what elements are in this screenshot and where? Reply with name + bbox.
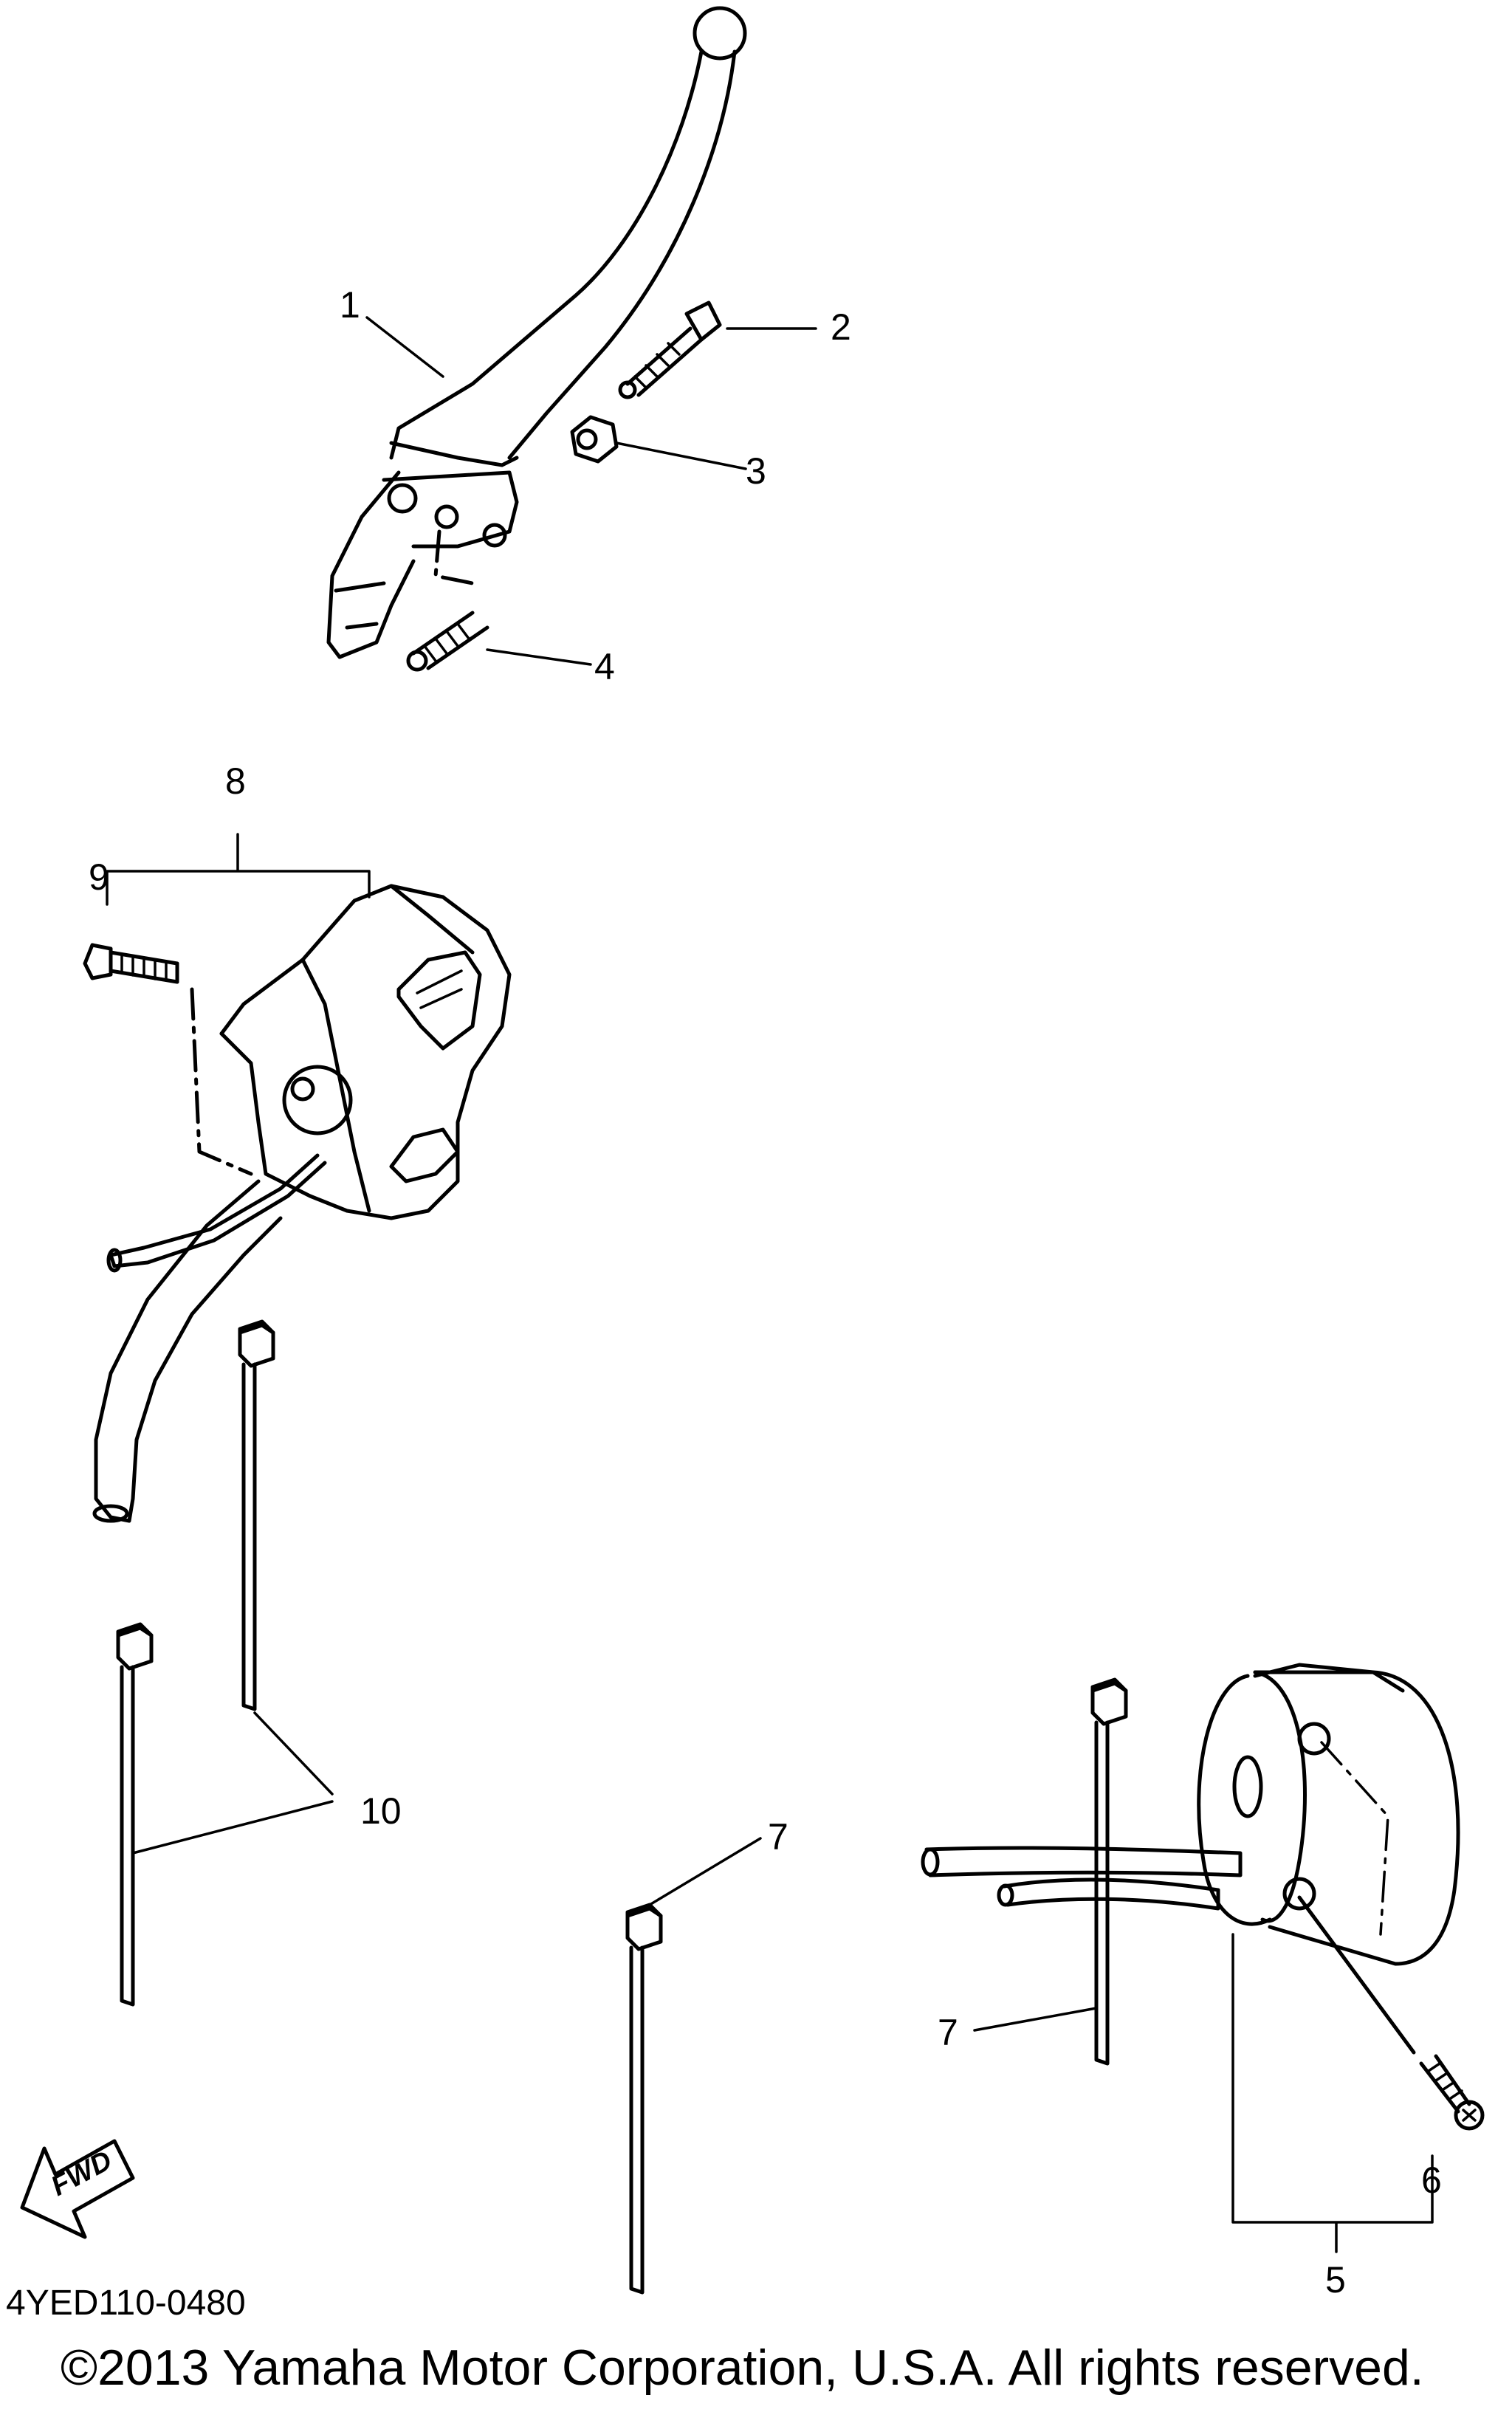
callout-10: 10	[360, 1790, 402, 1832]
cable-tie-part	[116, 1622, 154, 2007]
callout-5: 5	[1325, 2259, 1346, 2301]
leader-7a	[648, 1837, 762, 1906]
leader-10	[131, 1711, 334, 1855]
bracket-8	[106, 833, 371, 906]
switch-assembly-part	[92, 884, 512, 1523]
lever-part	[326, 6, 747, 659]
spring-part	[406, 611, 489, 672]
cable-tie-part	[1090, 1677, 1128, 2066]
bolt-part	[618, 300, 722, 399]
copyright-notice: ©2013 Yamaha Motor Corporation, U.S.A. A…	[61, 2340, 1424, 2396]
callout-8: 8	[225, 760, 246, 802]
nut-part	[570, 415, 619, 464]
callout-2: 2	[831, 306, 851, 348]
callout-1: 1	[340, 284, 360, 326]
callout-7a: 7	[768, 1816, 788, 1858]
leader-7b	[973, 2007, 1098, 2032]
callout-6: 6	[1421, 2160, 1442, 2201]
screw-part-6	[1297, 1895, 1485, 2131]
cable-tie-part	[238, 1319, 275, 1711]
callout-7b: 7	[938, 2012, 958, 2053]
leader-lines	[365, 316, 817, 666]
bracket-5	[1231, 1933, 1434, 2253]
fwd-arrow-icon: FWD	[20, 2139, 135, 2239]
callout-3: 3	[746, 450, 766, 492]
diagram-code: 4YED110-0480	[6, 2284, 246, 2323]
right-switch-part	[921, 1663, 1460, 1966]
callout-9: 9	[89, 856, 109, 898]
callout-4: 4	[594, 646, 615, 687]
screw-part	[83, 943, 253, 1176]
cable-tie-part	[625, 1903, 663, 2295]
